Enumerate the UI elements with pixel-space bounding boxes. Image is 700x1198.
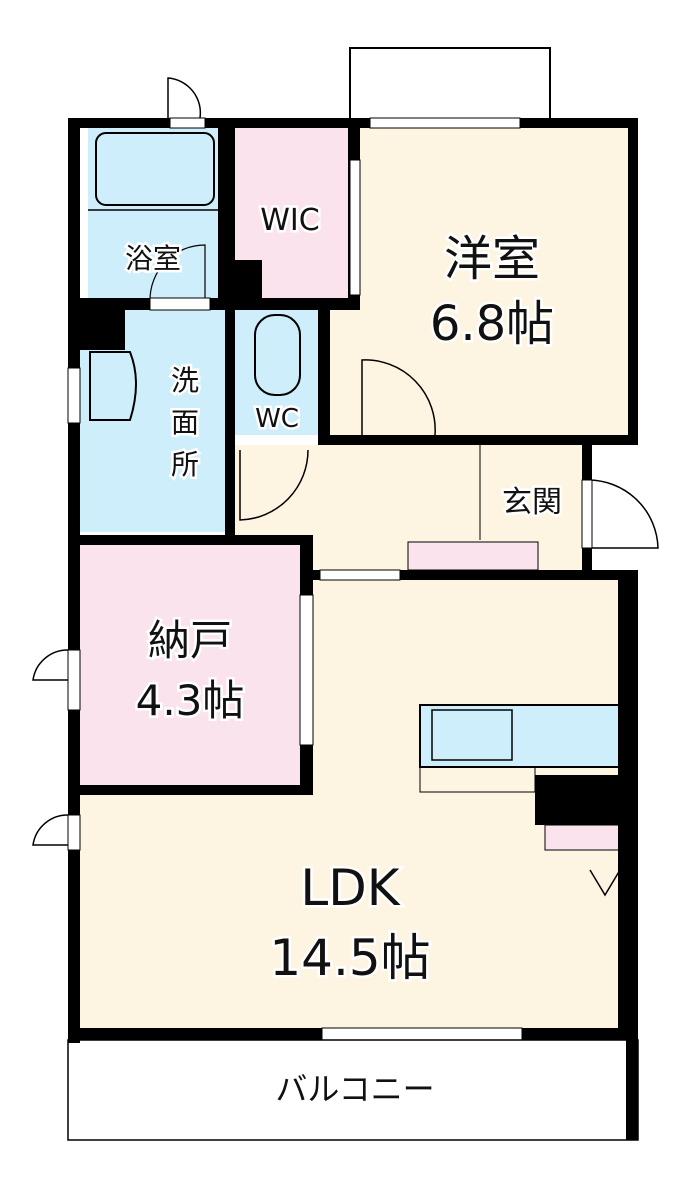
window-ldk <box>321 1027 523 1041</box>
storage-size: 4.3帖 <box>136 676 245 725</box>
entrance-label: 玄関 <box>502 485 562 520</box>
western-room-door[interactable] <box>361 359 436 440</box>
kitchen-sink <box>431 709 513 761</box>
service-door[interactable] <box>167 77 202 119</box>
bath-label: 浴室 <box>125 242 181 275</box>
fridge-space <box>544 824 628 851</box>
washroom-label-3: 所 <box>171 448 199 481</box>
ldk-label: LDK <box>300 859 400 917</box>
washroom-label-2: 面 <box>171 406 199 439</box>
toilet <box>254 314 301 396</box>
wc-door[interactable] <box>239 449 309 521</box>
wc-label: WC <box>255 404 299 434</box>
balcony-label: バルコニー <box>275 1070 434 1108</box>
entrance-door[interactable] <box>587 479 659 549</box>
ldk-size: 14.5帖 <box>269 929 430 987</box>
washroom-label-1: 洗 <box>171 364 199 397</box>
walls <box>68 118 638 1043</box>
wic-label: WIC <box>260 203 319 238</box>
shoe-cabinet <box>407 541 539 571</box>
window-western <box>369 117 521 129</box>
storage-label: 納戸 <box>148 616 232 665</box>
upper-balcony <box>349 47 551 121</box>
storage-floor <box>80 545 302 785</box>
western-room-label: 洋室 <box>444 231 540 287</box>
western-room-size: 6.8帖 <box>430 296 554 352</box>
bathtub <box>95 132 215 206</box>
western-room-floor <box>330 128 628 438</box>
sink <box>89 351 137 421</box>
